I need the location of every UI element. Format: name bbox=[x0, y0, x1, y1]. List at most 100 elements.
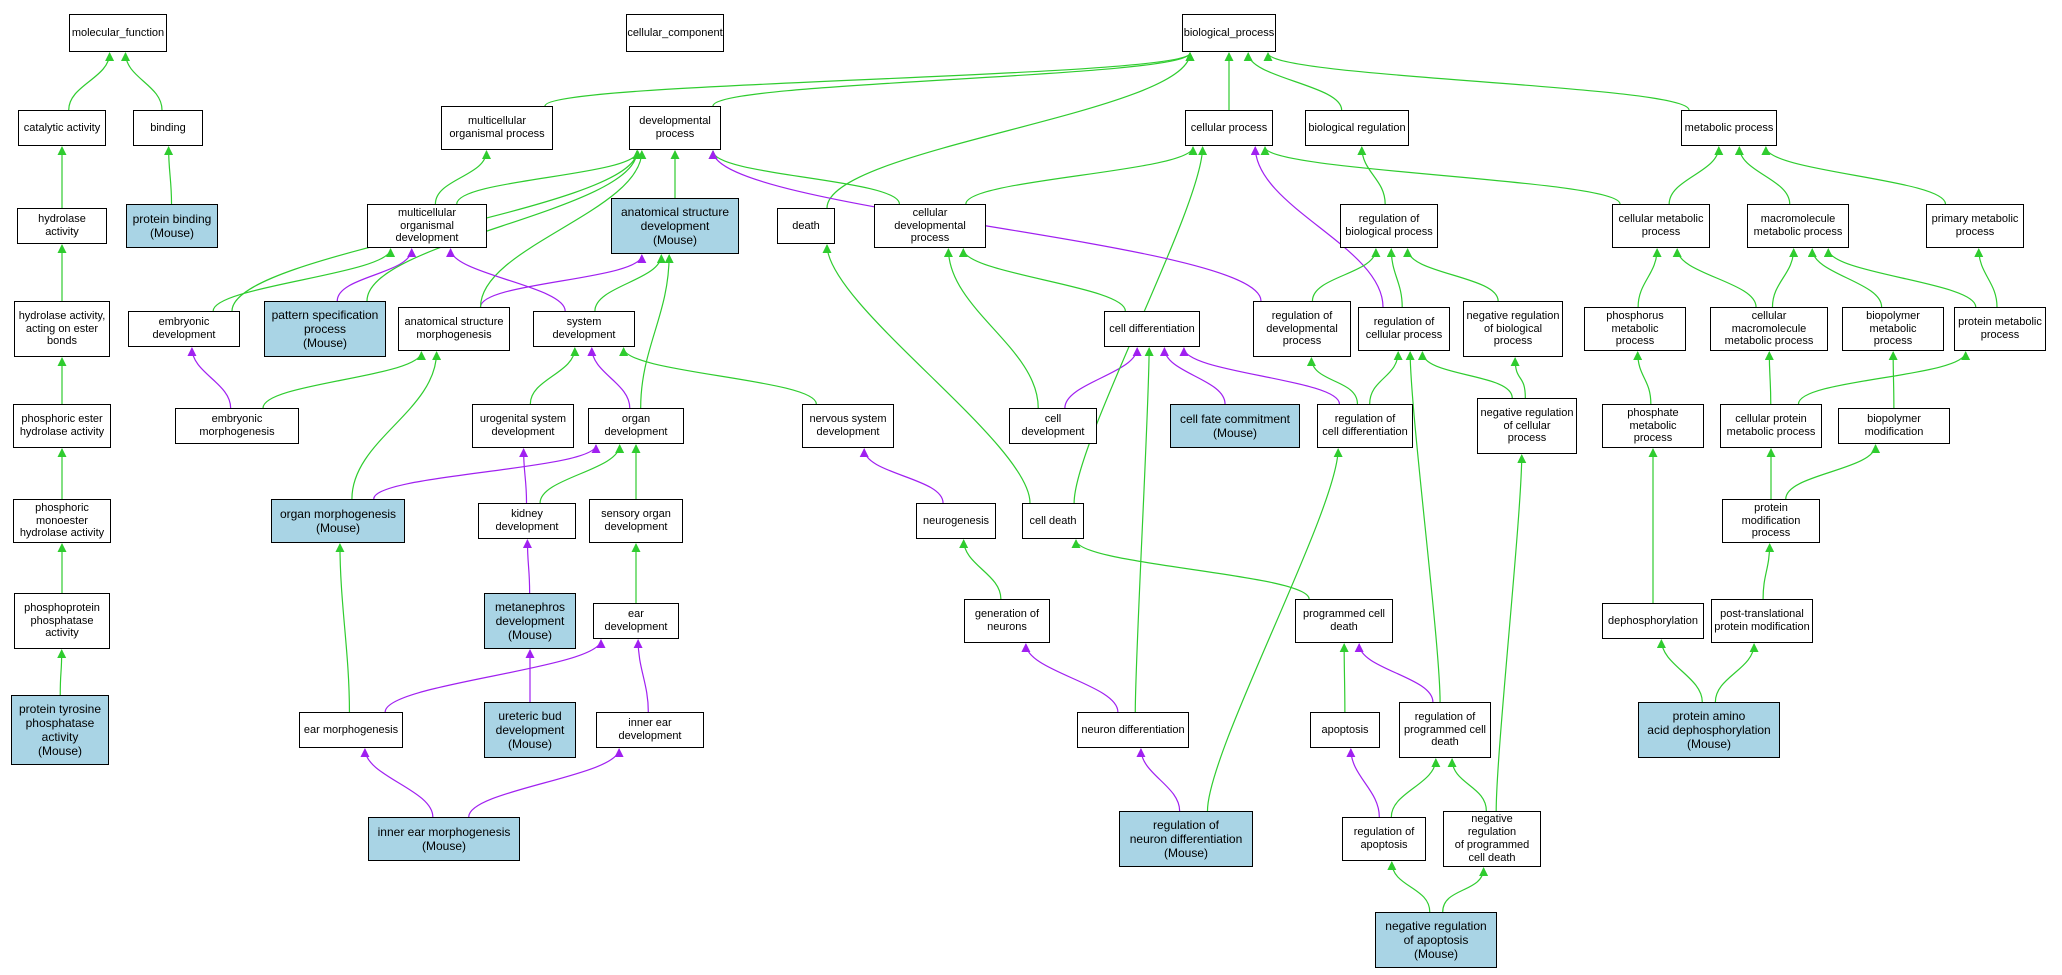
go-term-organ-morphogenesis[interactable]: organ morphogenesis (Mouse) bbox=[271, 499, 405, 543]
edge-multicellular-organismal-development-to-multicellular-organismal-process-is_a bbox=[434, 150, 491, 205]
go-term-phosphorus-metabolic-process[interactable]: phosphorus metabolic process bbox=[1584, 307, 1686, 351]
edge-system-development-to-multicellular-organismal-development-part_of bbox=[446, 248, 566, 312]
go-term-kidney-development[interactable]: kidney development bbox=[478, 503, 576, 539]
go-term-neurogenesis[interactable]: neurogenesis bbox=[916, 503, 996, 539]
edge-protein-metabolic-process-to-macromolecule-metabolic-process-is_a bbox=[1823, 248, 1977, 308]
go-term-protein-binding[interactable]: protein binding (Mouse) bbox=[126, 204, 218, 248]
go-term-programmed-cell-death[interactable]: programmed cell death bbox=[1295, 599, 1393, 643]
go-term-urogenital-system-development[interactable]: urogenital system development bbox=[472, 404, 574, 448]
edge-neuron-differentiation-to-cell-differentiation-is_a bbox=[1134, 347, 1154, 713]
edge-ear-morphogenesis-to-ear-development-part_of bbox=[384, 639, 606, 713]
go-term-cell-death[interactable]: cell death bbox=[1022, 503, 1084, 539]
go-term-cell-differentiation[interactable]: cell differentiation bbox=[1104, 311, 1200, 347]
edge-protein-metabolic-process-to-primary-metabolic-process-is_a bbox=[1974, 248, 1998, 308]
go-term-death[interactable]: death bbox=[777, 208, 835, 244]
go-term-protein-metabolic-process[interactable]: protein metabolic process bbox=[1954, 307, 2046, 351]
go-term-anatomical-structure-development[interactable]: anatomical structure development (Mouse) bbox=[611, 198, 739, 254]
edge-biopolymer-metabolic-process-to-macromolecule-metabolic-process-is_a bbox=[1807, 248, 1883, 308]
edge-regulation-of-neuron-differentiation-to-regulation-of-cell-differentiation-is_a bbox=[1206, 448, 1343, 812]
go-term-regulation-of-biological-process[interactable]: regulation of biological process bbox=[1340, 204, 1438, 248]
go-term-phosphoprotein-phosphatase-activity[interactable]: phosphoprotein phosphatase activity bbox=[14, 593, 110, 649]
go-term-negative-regulation-of-biological-process[interactable]: negative regulation of biological proces… bbox=[1463, 301, 1563, 357]
go-term-cellular-protein-metabolic-process[interactable]: cellular protein metabolic process bbox=[1720, 404, 1822, 448]
go-term-post-translational-protein-modification[interactable]: post-translational protein modification bbox=[1711, 599, 1813, 643]
go-term-generation-of-neurons[interactable]: generation of neurons bbox=[964, 599, 1050, 643]
go-term-regulation-of-cellular-process[interactable]: regulation of cellular process bbox=[1358, 307, 1450, 351]
go-term-negative-regulation-of-cellular-process[interactable]: negative regulation of cellular process bbox=[1477, 398, 1577, 454]
go-term-molecular-function[interactable]: molecular_function bbox=[69, 14, 167, 52]
edge-cellular-protein-metabolic-process-to-protein-metabolic-process-is_a bbox=[1797, 351, 1971, 405]
go-term-regulation-of-programmed-cell-death[interactable]: regulation of programmed cell death bbox=[1399, 702, 1491, 758]
go-term-system-development[interactable]: system development bbox=[533, 311, 635, 347]
go-term-macromolecule-metabolic-process[interactable]: macromolecule metabolic process bbox=[1747, 204, 1849, 248]
go-term-ureteric-bud-development[interactable]: ureteric bud development (Mouse) bbox=[484, 702, 576, 758]
go-term-protein-tyrosine-phosphatase-activity[interactable]: protein tyrosine phosphatase activity (M… bbox=[11, 695, 109, 765]
edge-post-translational-protein-modification-to-protein-modification-process-is_a bbox=[1762, 543, 1775, 600]
edge-negative-regulation-of-programmed-cell-death-to-regulation-of-programmed-cell-death-is_a bbox=[1447, 758, 1487, 812]
go-term-multicellular-organismal-process[interactable]: multicellular organismal process bbox=[441, 106, 553, 150]
go-term-cell-fate-commitment[interactable]: cell fate commitment (Mouse) bbox=[1170, 404, 1300, 448]
edge-embryonic-morphogenesis-to-anatomical-structure-morphogenesis-is_a bbox=[262, 351, 426, 409]
go-term-regulation-of-developmental-process[interactable]: regulation of developmental process bbox=[1253, 301, 1351, 357]
edge-regulation-of-neuron-differentiation-to-neuron-differentiation-part_of bbox=[1136, 748, 1181, 812]
edge-regulation-of-cell-differentiation-to-regulation-of-developmental-process-is_a bbox=[1306, 357, 1359, 405]
go-term-phosphate-metabolic-process[interactable]: phosphate metabolic process bbox=[1602, 404, 1704, 448]
edge-cellular-metabolic-process-to-cellular-process-is_a bbox=[1260, 146, 1621, 205]
edge-biological-regulation-to-biological-process-is_a bbox=[1243, 52, 1343, 111]
go-term-biological-process[interactable]: biological_process bbox=[1182, 14, 1276, 52]
go-term-sensory-organ-development[interactable]: sensory organ development bbox=[589, 499, 683, 543]
go-term-developmental-process[interactable]: developmental process bbox=[629, 106, 721, 150]
edge-inner-ear-morphogenesis-to-inner-ear-development-part_of bbox=[468, 748, 624, 818]
go-term-cell-development[interactable]: cell development bbox=[1009, 408, 1097, 444]
go-term-regulation-of-cell-differentiation[interactable]: regulation of cell differentiation bbox=[1317, 404, 1413, 448]
go-term-protein-amino-acid-dephosphorylation[interactable]: protein amino acid dephosphorylation (Mo… bbox=[1638, 702, 1780, 758]
go-term-pattern-specification-process[interactable]: pattern specification process (Mouse) bbox=[264, 301, 386, 357]
go-term-biopolymer-metabolic-process[interactable]: biopolymer metabolic process bbox=[1842, 307, 1944, 351]
go-term-binding[interactable]: binding bbox=[133, 110, 203, 146]
edge-biopolymer-modification-to-biopolymer-metabolic-process-is_a bbox=[1888, 351, 1898, 409]
edge-multicellular-organismal-development-to-developmental-process-is_a bbox=[456, 150, 643, 205]
go-term-organ-development[interactable]: organ development bbox=[588, 408, 684, 444]
go-term-dephosphorylation[interactable]: dephosphorylation bbox=[1602, 603, 1704, 639]
go-term-primary-metabolic-process[interactable]: primary metabolic process bbox=[1926, 204, 2024, 248]
go-term-cellular-macromolecule-metabolic-process[interactable]: cellular macromolecule metabolic process bbox=[1710, 307, 1828, 351]
go-term-biological-regulation[interactable]: biological regulation bbox=[1305, 110, 1409, 146]
go-term-regulation-of-neuron-differentiation[interactable]: regulation of neuron differentiation (Mo… bbox=[1119, 811, 1253, 867]
go-term-cellular-process[interactable]: cellular process bbox=[1185, 110, 1273, 146]
edge-organ-morphogenesis-to-organ-development-part_of bbox=[373, 444, 601, 500]
go-term-cellular-developmental-process[interactable]: cellular developmental process bbox=[874, 204, 986, 248]
go-term-phosphoric-monoester-hydrolase-activity[interactable]: phosphoric monoester hydrolase activity bbox=[13, 499, 111, 543]
edge-regulation-of-apoptosis-to-apoptosis-part_of bbox=[1346, 748, 1380, 818]
edge-metanephros-development-to-kidney-development-part_of bbox=[522, 539, 532, 594]
go-term-neuron-differentiation[interactable]: neuron differentiation bbox=[1077, 712, 1189, 748]
edge-regulation-of-cell-differentiation-to-regulation-of-cellular-process-is_a bbox=[1369, 351, 1403, 405]
go-term-embryonic-morphogenesis[interactable]: embryonic morphogenesis bbox=[175, 408, 299, 444]
go-term-ear-morphogenesis[interactable]: ear morphogenesis bbox=[299, 712, 403, 748]
go-term-anatomical-structure-morphogenesis[interactable]: anatomical structure morphogenesis bbox=[398, 307, 510, 351]
go-term-metanephros-development[interactable]: metanephros development (Mouse) bbox=[484, 593, 576, 649]
go-term-negative-regulation-of-apoptosis[interactable]: negative regulation of apoptosis (Mouse) bbox=[1375, 912, 1497, 968]
edge-catalytic-activity-to-molecular-function-is_a bbox=[68, 52, 115, 111]
edge-programmed-cell-death-to-cell-death-is_a bbox=[1071, 539, 1310, 600]
go-term-cellular-metabolic-process[interactable]: cellular metabolic process bbox=[1612, 204, 1710, 248]
go-term-inner-ear-development[interactable]: inner ear development bbox=[596, 712, 704, 748]
edge-regulation-of-biological-process-to-biological-regulation-is_a bbox=[1357, 146, 1386, 205]
edge-regulation-of-developmental-process-to-developmental-process-part_of bbox=[708, 150, 1262, 302]
go-term-cellular-component[interactable]: cellular_component bbox=[626, 14, 724, 52]
go-term-biopolymer-modification[interactable]: biopolymer modification bbox=[1838, 408, 1950, 444]
go-term-embryonic-development[interactable]: embryonic development bbox=[128, 311, 240, 347]
go-term-catalytic-activity[interactable]: catalytic activity bbox=[18, 110, 106, 146]
go-term-negative-regulation-of-programmed-cell-death[interactable]: negative regulation of programmed cell d… bbox=[1443, 811, 1541, 867]
edge-cellular-developmental-process-to-developmental-process-is_a bbox=[708, 150, 900, 205]
go-term-regulation-of-apoptosis[interactable]: regulation of apoptosis bbox=[1342, 817, 1426, 861]
go-term-inner-ear-morphogenesis[interactable]: inner ear morphogenesis (Mouse) bbox=[368, 817, 520, 861]
go-term-hydrolase-activity-acting-on-ester-bonds[interactable]: hydrolase activity, acting on ester bond… bbox=[14, 301, 110, 357]
go-term-protein-modification-process[interactable]: protein modification process bbox=[1722, 499, 1820, 543]
go-term-ear-development[interactable]: ear development bbox=[593, 603, 679, 639]
go-term-metabolic-process[interactable]: metabolic process bbox=[1681, 110, 1777, 146]
go-term-multicellular-organismal-development[interactable]: multicellular organismal development bbox=[367, 204, 487, 248]
go-term-nervous-system-development[interactable]: nervous system development bbox=[802, 404, 894, 448]
go-term-hydrolase-activity[interactable]: hydrolase activity bbox=[17, 208, 107, 244]
go-term-phosphoric-ester-hydrolase-activity[interactable]: phosphoric ester hydrolase activity bbox=[13, 404, 111, 448]
go-term-apoptosis[interactable]: apoptosis bbox=[1310, 712, 1380, 748]
